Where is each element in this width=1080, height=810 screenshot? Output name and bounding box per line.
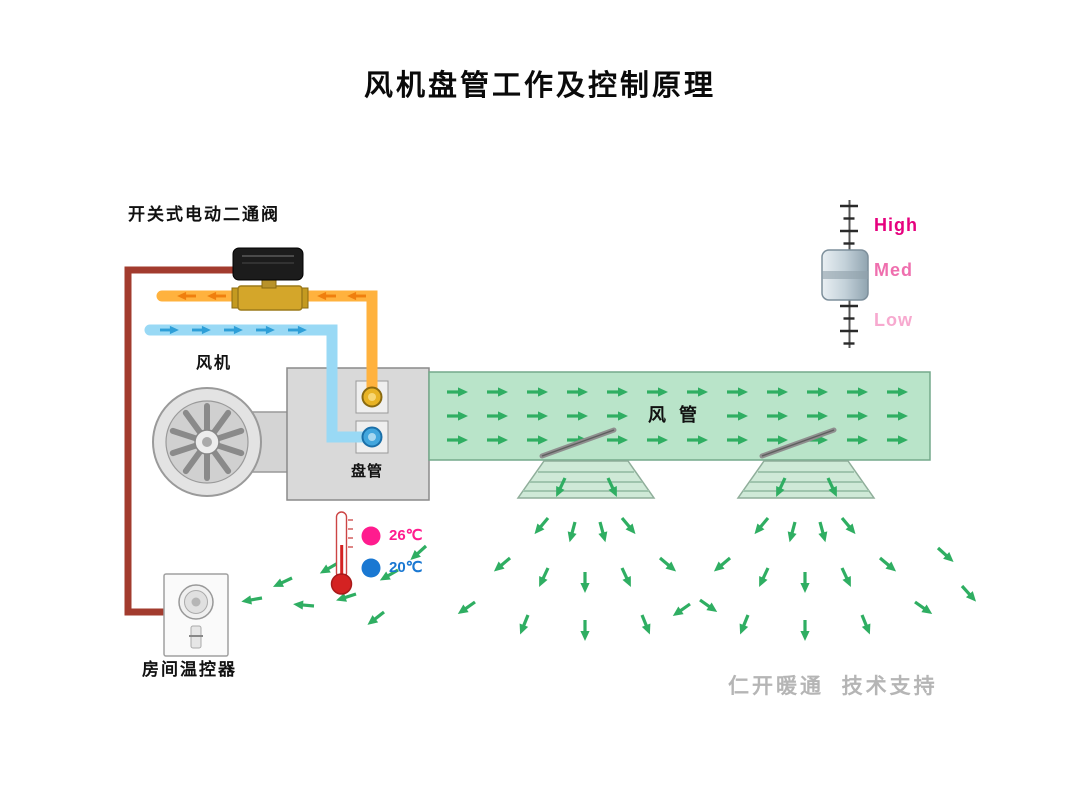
speed-label-high: High [874, 215, 918, 235]
thermometer [330, 511, 353, 595]
page-title: 风机盘管工作及控制原理 [363, 70, 716, 102]
speed-label-med: Med [874, 260, 913, 280]
valve-label: 开关式电动二通阀 [128, 205, 280, 224]
hot-temp-value: 26℃ [389, 527, 423, 544]
cold-temp-value: 20℃ [389, 559, 423, 576]
speed-label-low: Low [874, 310, 913, 330]
room-thermostat [163, 573, 229, 657]
fan-speed-selector [821, 200, 869, 348]
fan-label: 风机 [196, 355, 233, 372]
hot-temp-dot [361, 526, 381, 546]
diffuser-1 [516, 460, 656, 499]
supply-air-arrows [238, 474, 982, 643]
thermostat-wire [124, 266, 234, 616]
coil-ports [361, 386, 383, 448]
duct-label: 风 管 [648, 405, 702, 425]
diffuser-2 [736, 460, 876, 499]
two-way-valve [231, 247, 309, 311]
cold-temp-dot [361, 558, 381, 578]
air-duct [428, 371, 931, 461]
cold-water-pipe [144, 324, 370, 443]
watermark-text: 仁开暖通 技术支持 [728, 675, 938, 698]
damper-blade-2 [759, 427, 837, 459]
fan-blower [152, 387, 262, 497]
fan-blades [169, 403, 245, 481]
damper-blade-1 [539, 427, 617, 459]
coil-label: 盘管 [351, 463, 384, 480]
thermostat-label: 房间温控器 [142, 660, 237, 679]
